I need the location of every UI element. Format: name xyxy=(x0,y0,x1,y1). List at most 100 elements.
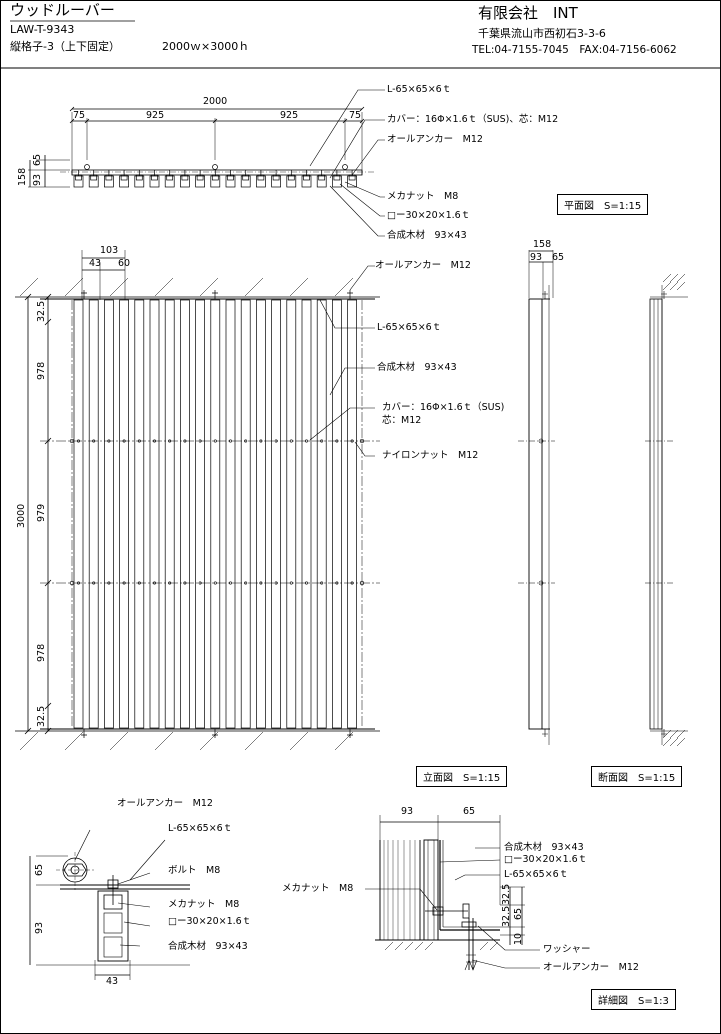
plan-anchor-mark xyxy=(342,164,348,170)
plan-callout-anchor: オールアンカー M12 xyxy=(387,134,483,145)
detr-callout-l-angle: L-65×65×6ｔ xyxy=(504,869,569,880)
elev-nylon-nut xyxy=(320,439,324,443)
elev-slat xyxy=(286,299,297,729)
detr-dim-65: 65 xyxy=(463,806,476,817)
elev-nylon-nut xyxy=(107,581,111,585)
plan-callout-cover: カバー：16Φ×1.6ｔ（SUS)、芯：M12 xyxy=(387,114,559,125)
elev-nylon-nut xyxy=(77,581,81,585)
elev-slat xyxy=(180,299,190,729)
detr-dim-65v: 65 xyxy=(513,907,524,920)
elev-callout-cover: カバー：16Φ×1.6ｔ（SUS) xyxy=(382,402,505,413)
elev-joint-mark xyxy=(69,580,75,586)
elev-nylon-nut xyxy=(122,581,126,585)
elev-nylon-nut xyxy=(289,439,293,443)
company-contact: TEL:04-7155-7045 FAX:04-7156-6062 xyxy=(472,44,677,56)
elev-nylon-nut xyxy=(259,439,263,443)
elev-slat xyxy=(119,299,129,729)
elev-slat xyxy=(271,299,281,729)
detl-callout-wood: 合成木材 93×43 xyxy=(168,941,248,952)
elev-anchor-top xyxy=(347,290,353,299)
plan-anchor-mark xyxy=(212,164,218,170)
plan-view-title: 平面図 S=1:15 xyxy=(557,194,649,215)
detr-callout-washer: ワッシャー xyxy=(543,944,591,955)
detail-right-graphic xyxy=(365,815,540,971)
elev-nylon-nut xyxy=(137,439,141,443)
floor-hatch xyxy=(19,731,39,751)
elev-dim-60: 60 xyxy=(118,258,131,269)
plan-dim-93: 93 xyxy=(32,173,43,186)
elev-nylon-nut xyxy=(107,439,111,443)
elev-dim-bottom-edge: 32.5 xyxy=(36,705,47,727)
plan-dim-span-left: 925 xyxy=(146,110,165,121)
plan-dim-total: 2000 xyxy=(203,96,228,107)
elev-nylon-nut xyxy=(137,581,141,585)
elev-callout-wood: 合成木材 93×43 xyxy=(377,362,457,373)
model-code: LAW-T-9343 xyxy=(10,23,75,36)
ceiling-hatch xyxy=(289,277,309,297)
elev-nylon-nut xyxy=(198,581,202,585)
elev-slat xyxy=(240,299,251,729)
elev-anchor-top xyxy=(212,290,218,299)
elev-dim-h1: 978 xyxy=(36,361,47,380)
elev-nylon-nut xyxy=(77,439,81,443)
sect-dim-93: 93 xyxy=(530,252,543,263)
detl-callout-bolt: ボルト M8 xyxy=(168,865,221,876)
elevation-view-title: 立面図 S=1:15 xyxy=(416,766,508,787)
elev-slat xyxy=(347,299,357,729)
ceiling-hatch xyxy=(109,277,129,297)
plan-anchor-mark xyxy=(84,164,90,170)
elevation-view-graphic xyxy=(15,250,380,751)
elev-nylon-nut xyxy=(92,581,96,585)
plan-callout-nut: メカナット M8 xyxy=(387,191,459,202)
plan-dim-65: 65 xyxy=(32,153,43,166)
elev-nylon-nut xyxy=(122,439,126,443)
detr-callout-square-pipe: □ー30×20×1.6ｔ xyxy=(504,854,588,865)
plan-view-graphic xyxy=(28,89,385,237)
elev-nylon-nut xyxy=(244,439,248,443)
detail-left-graphic xyxy=(29,829,190,980)
elev-nylon-nut xyxy=(229,439,233,443)
detl-dim-93: 93 xyxy=(34,921,45,934)
plan-dim-edge-left: 75 xyxy=(73,110,86,121)
elev-slat xyxy=(225,299,236,729)
ceiling-hatch xyxy=(64,277,84,297)
ceiling-hatch xyxy=(244,277,264,297)
elev-nylon-nut xyxy=(153,439,157,443)
detr-dim-10: 10 xyxy=(513,932,524,945)
detl-callout-anchor: オールアンカー M12 xyxy=(117,798,213,809)
elev-nylon-nut xyxy=(350,439,354,443)
elev-slat xyxy=(316,299,327,729)
detr-callout-nut: メカナット M8 xyxy=(282,883,354,894)
elev-slat xyxy=(73,299,84,729)
company-address: 千葉県流山市西初石3-3-6 xyxy=(478,27,606,40)
floor-hatch xyxy=(154,731,174,751)
elev-nylon-nut xyxy=(153,581,157,585)
ceiling-hatch xyxy=(154,277,174,297)
elev-anchor-bottom xyxy=(212,729,218,738)
elev-joint-mark xyxy=(359,580,365,586)
elev-dim-top-edge: 32.5 xyxy=(36,300,47,322)
elev-slat xyxy=(104,299,114,729)
size-text: 2000ｗ×3000ｈ xyxy=(162,40,250,53)
sect-dim-158: 158 xyxy=(533,239,552,250)
elev-nylon-nut xyxy=(183,581,187,585)
elev-nylon-nut xyxy=(229,581,233,585)
detail-view-title: 詳細図 S=1:3 xyxy=(591,989,676,1010)
elev-joint-mark xyxy=(69,438,75,444)
sect-dim-65: 65 xyxy=(552,252,565,263)
detr-dim-32a: 32.5 xyxy=(501,883,512,905)
detl-dim-65: 65 xyxy=(34,863,45,876)
floor-hatch xyxy=(244,731,264,751)
elev-nylon-nut xyxy=(274,439,278,443)
detr-dim-93: 93 xyxy=(401,806,414,817)
elev-slat xyxy=(164,299,175,729)
floor-hatch xyxy=(64,731,84,751)
plan-callout-wood: 合成木材 93×43 xyxy=(387,230,467,241)
elev-nylon-nut xyxy=(213,439,217,443)
elev-nylon-nut xyxy=(259,581,263,585)
floor-hatch xyxy=(109,731,129,751)
elev-anchor-bottom xyxy=(347,729,353,738)
elev-slat xyxy=(301,299,312,729)
company-name: 有限会社 INT xyxy=(478,4,578,22)
